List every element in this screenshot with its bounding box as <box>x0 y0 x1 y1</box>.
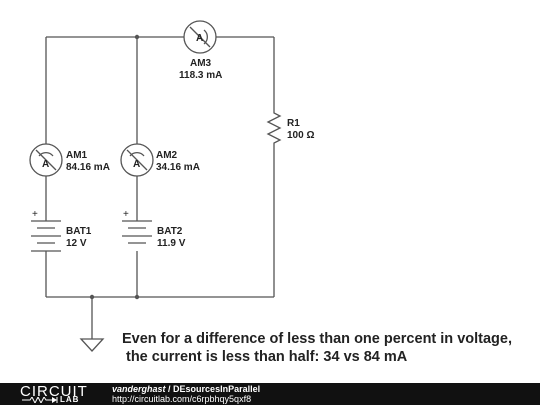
bat1-name: BAT1 <box>66 226 92 237</box>
logo-circuit-text: CIRCUIT <box>20 383 88 400</box>
ammeter-am3[interactable]: A <box>183 20 217 54</box>
junction-bottom-mid <box>134 294 140 300</box>
annotation-line-1: Even for a difference of less than one p… <box>122 331 512 347</box>
battery-bat1[interactable] <box>31 220 61 252</box>
author-link[interactable]: vanderghast <box>112 384 166 394</box>
am2-value: 34.16 mA <box>156 162 200 173</box>
bat2-plus: + <box>123 209 129 220</box>
title-separator: / <box>165 384 174 394</box>
bat2-name: BAT2 <box>157 226 183 237</box>
ammeter-am2-symbol: A <box>133 159 140 170</box>
junction-top <box>134 34 140 40</box>
circuit-title: DEsourcesInParallel <box>173 384 261 394</box>
battery-bat2[interactable] <box>122 220 152 244</box>
footer-bar: CIRCUIT LAB vanderghast / DEsourcesInPar… <box>0 383 540 405</box>
logo-lab-text: LAB <box>60 395 80 404</box>
wires <box>45 36 275 339</box>
bat1-plus: + <box>32 209 38 220</box>
bat2-value: 11.9 V <box>157 238 186 249</box>
r1-name: R1 <box>287 118 300 129</box>
bat1-value: 12 V <box>66 238 87 249</box>
logo-zigzag-icon <box>22 397 58 403</box>
am3-name: AM3 <box>190 58 212 69</box>
am2-name: AM2 <box>156 150 178 161</box>
am1-name: AM1 <box>66 150 88 161</box>
footer-title-line: vanderghast / DEsourcesInParallel <box>112 384 260 394</box>
r1-value: 100 Ω <box>287 130 314 141</box>
ammeter-am1-symbol: A <box>42 159 49 170</box>
junction-ground <box>89 294 95 300</box>
am3-value: 118.3 mA <box>179 70 222 81</box>
ground-symbol[interactable] <box>79 338 105 352</box>
ammeter-am3-symbol: A <box>196 33 203 44</box>
annotation-line-2: the current is less than half: 34 vs 84 … <box>126 349 408 365</box>
ammeter-am2[interactable]: A <box>120 143 154 177</box>
circuit-url-link[interactable]: http://circuitlab.com/c6rpbhqy5qxf8 <box>112 394 252 404</box>
circuit-schematic: A AM3 118.3 mA A AM1 84.16 mA A AM2 34.1… <box>29 20 512 365</box>
am1-value: 84.16 mA <box>66 162 110 173</box>
ammeter-am1[interactable]: A <box>29 143 63 177</box>
resistor-r1[interactable] <box>266 110 282 146</box>
